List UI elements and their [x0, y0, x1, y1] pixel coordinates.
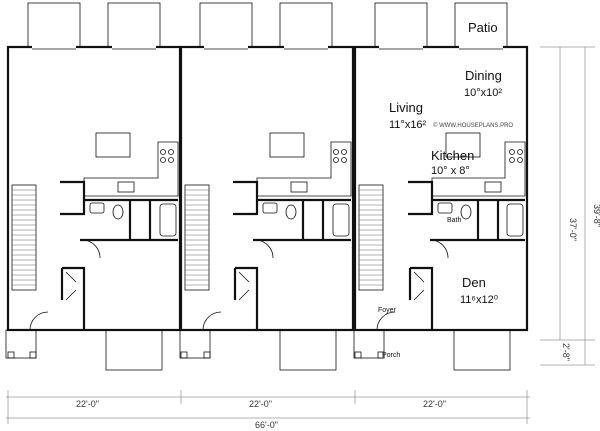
foyer-label: Foyer: [378, 307, 397, 314]
dimension-lines: [6, 46, 595, 424]
unit-width-3: 22'-0": [423, 399, 446, 409]
porches: [5, 329, 511, 371]
interior-walls: [60, 180, 525, 330]
depth-main: 37'-0": [568, 218, 578, 241]
living-label: Living: [389, 100, 423, 115]
depth-total: 39'-8": [592, 204, 600, 227]
den-size: 11⁶x12⁰: [460, 294, 499, 306]
porch-depth: 2'-8": [561, 343, 571, 361]
living-size: 11°x16²: [389, 119, 427, 131]
top-door-gaps: [32, 45, 503, 50]
patio-label: Patio: [468, 20, 498, 35]
porch-label: Porch: [382, 352, 400, 359]
dining-label: Dining: [465, 68, 502, 83]
unit-width-2: 22'-0": [249, 399, 272, 409]
kitchen-size: 10° x 8°: [431, 165, 470, 177]
unit-width-1: 22'-0": [76, 399, 99, 409]
room-labels: Patio Dining 10°x10² Living 11°x16² © WW…: [378, 20, 513, 359]
kitchen-label: Kitchen: [431, 148, 474, 163]
den-label: Den: [462, 275, 486, 290]
door-swings: [29, 239, 449, 331]
dimension-labels: 22'-0" 22'-0" 22'-0" 66'-0" 37'-0" 39'-8…: [76, 204, 600, 430]
unit-walls: [6, 45, 529, 332]
patios: [27, 2, 508, 48]
watermark: © WWW.HOUSEPLANS.PRO: [433, 122, 513, 129]
bath-label: Bath: [447, 217, 462, 224]
dining-size: 10°x10²: [464, 87, 502, 99]
bath-fixtures: [89, 202, 524, 237]
stairs: [11, 184, 384, 291]
total-width: 66'-0": [255, 420, 278, 430]
kitchen-counters: [83, 141, 526, 197]
kitchen-islands: [95, 132, 481, 158]
